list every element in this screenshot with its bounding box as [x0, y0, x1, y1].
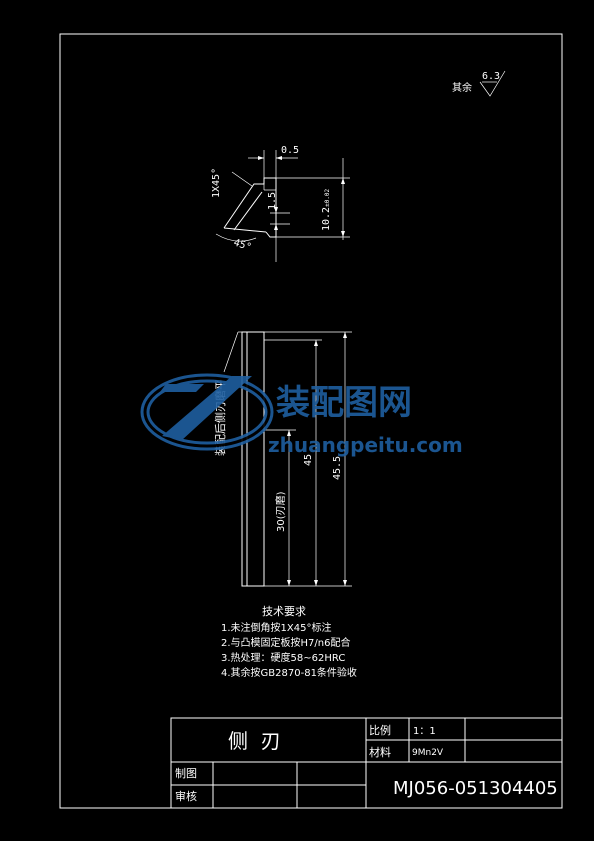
dim-angle: 45° [232, 237, 253, 253]
drawn-label: 制图 [175, 767, 197, 780]
requirement-2: 2.与凸模固定板按H7/n6配合 [221, 636, 351, 649]
material-label: 材料 [369, 745, 391, 759]
requirement-1: 1.未注倒角按1X45°标注 [221, 621, 331, 634]
dim-outer: 45.5 [332, 456, 343, 480]
dim-inner: 30(刃磨) [275, 491, 287, 532]
detail-view: 0.5 1X45° 1.5 10.2±0.02 45° [211, 145, 350, 262]
material-value: 9Mn2V [412, 748, 444, 758]
roughness-label: 其余 [452, 81, 472, 94]
requirements-title: 技术要求 [262, 605, 306, 618]
watermark: 装配图网 zhuangpeitu.com [140, 373, 463, 457]
front-view: 30(刃磨) 45 45.5 装配后侧刃磨平 [214, 331, 352, 587]
scale-value: 1：1 [413, 726, 436, 737]
requirement-4: 4.其余按GB2870-81条件验收 [221, 666, 357, 679]
watermark-logo-icon [140, 373, 274, 451]
roughness-icon [479, 70, 506, 97]
watermark-url: zhuangpeitu.com [268, 433, 463, 457]
dim-width: 0.5 [281, 145, 299, 156]
dim-height: 10.2±0.02 [321, 188, 332, 231]
dim-mid: 45 [303, 454, 314, 466]
watermark-text: 装配图网 [276, 383, 412, 423]
requirement-3: 3.热处理：硬度58~62HRC [221, 651, 345, 664]
checked-label: 审核 [175, 789, 197, 803]
title-block: 侧 刃 比例 1：1 材料 9Mn2V 制图 审核 MJ056-05130440… [170, 717, 563, 809]
dim-chamfer: 1X45° [211, 168, 222, 198]
roughness-value: 6.3 [482, 71, 500, 82]
dim-step: 1.5 [267, 192, 278, 210]
technical-requirements: 技术要求 1.未注倒角按1X45°标注 2.与凸模固定板按H7/n6配合 3.热… [221, 605, 357, 679]
drawing-number: MJ056-051304405 [393, 778, 558, 799]
roughness-symbol: 其余 6.3 [452, 70, 506, 97]
scale-label: 比例 [369, 723, 391, 737]
part-name: 侧 刃 [228, 729, 281, 753]
